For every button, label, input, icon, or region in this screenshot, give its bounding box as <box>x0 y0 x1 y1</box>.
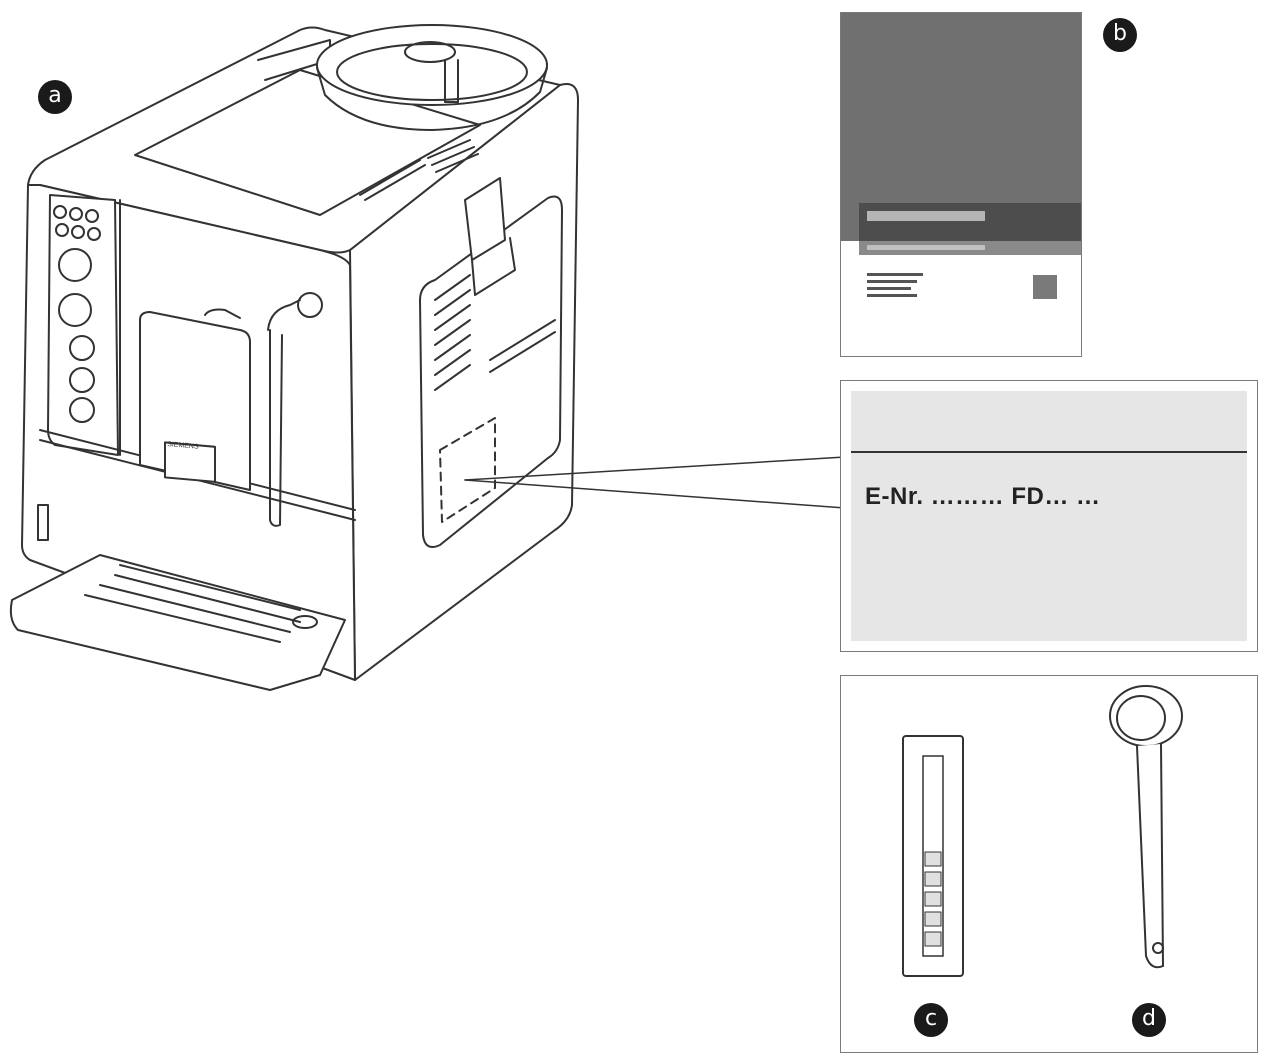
test-strip-zone-1 <box>924 851 942 867</box>
power-switch <box>37 504 49 541</box>
test-strip-zone-4 <box>924 911 942 927</box>
measuring-spoon <box>1109 685 1183 969</box>
accessories-panel: c d <box>840 675 1258 1053</box>
machine-brand: SIEMENS <box>167 441 199 451</box>
test-strip-zone-5 <box>924 931 942 947</box>
bean-container <box>316 24 548 106</box>
test-strip-zone-3 <box>924 891 942 907</box>
label-d-badge: d <box>1132 1003 1166 1037</box>
drip-tray <box>9 554 346 691</box>
accessories-illustration <box>902 685 1183 977</box>
strength-knob <box>58 248 92 282</box>
rating-plate-detail: E-Nr. ……… FD… … <box>840 380 1258 652</box>
test-strip-zone-2 <box>924 871 942 887</box>
rating-plate-divider <box>851 451 1247 453</box>
manual-band <box>859 203 1081 241</box>
label-b-badge: b <box>1103 18 1137 52</box>
rating-plate-text: E-Nr. ……… FD… … <box>865 483 1101 510</box>
callout-line-top <box>464 456 846 481</box>
label-c-badge: c <box>914 1003 948 1037</box>
label-a-badge: a <box>38 80 72 114</box>
milk-frother <box>269 329 283 527</box>
rating-plate-location <box>439 417 496 523</box>
rating-plate-surface: E-Nr. ……… FD… … <box>851 391 1247 641</box>
instruction-manual <box>840 12 1082 357</box>
selector-knob <box>58 293 92 327</box>
callout-line-bottom <box>464 479 846 509</box>
